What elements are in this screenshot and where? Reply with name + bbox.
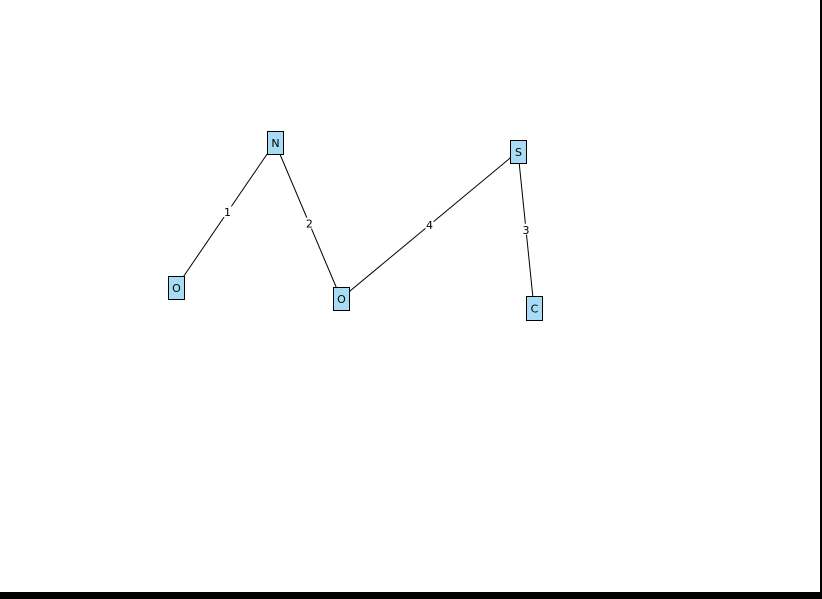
atom-label: N: [271, 137, 279, 150]
atom-box[interactable]: [510, 140, 527, 164]
edge-n_o2-n_s: 4: [340, 151, 519, 299]
edge-n_o1-n_n: 1: [175, 142, 276, 288]
edge-label-background: [223, 206, 232, 218]
nodes-layer: O N O S C: [168, 131, 543, 321]
atom-box[interactable]: [526, 296, 543, 321]
edge-label: 1: [224, 206, 231, 219]
edge-label: 2: [306, 218, 313, 231]
atom-label: O: [172, 282, 181, 295]
edge-label-background: [425, 219, 434, 230]
atom-node-o[interactable]: O: [333, 287, 350, 311]
right-border: [820, 0, 822, 599]
edge-label: 4: [426, 219, 433, 232]
bottom-border: [0, 592, 822, 599]
edges-layer: 1 2 4 3: [175, 142, 535, 309]
edge-n_n-n_o2: 2: [274, 142, 342, 299]
atom-node-s[interactable]: S: [510, 140, 527, 164]
edge-label-background: [522, 223, 530, 235]
edge-label-background: [305, 217, 314, 229]
atom-label: S: [515, 146, 522, 159]
atom-label: C: [531, 303, 539, 316]
atom-node-c[interactable]: C: [526, 296, 543, 321]
atom-node-n[interactable]: N: [267, 131, 284, 155]
atom-box[interactable]: [267, 131, 284, 155]
atom-box[interactable]: [168, 276, 185, 300]
atom-node-o[interactable]: O: [168, 276, 185, 300]
atom-box[interactable]: [333, 287, 350, 311]
edge-n_s-n_c: 3: [517, 151, 535, 309]
edge-label: 3: [523, 224, 530, 237]
atom-label: O: [337, 293, 346, 306]
